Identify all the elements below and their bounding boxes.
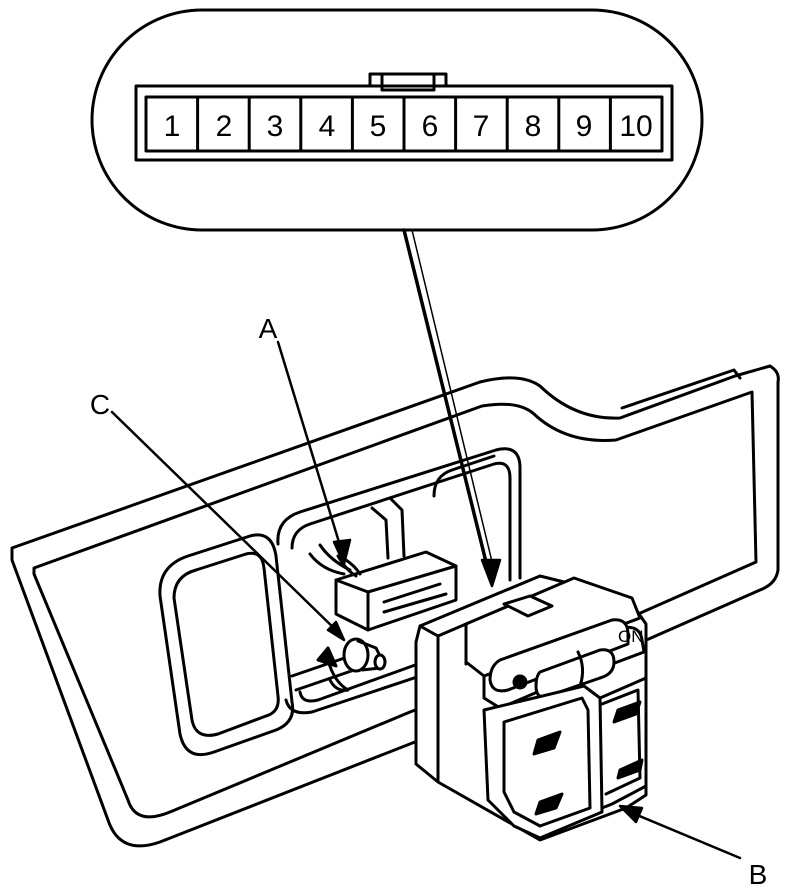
pin-7-label: 7	[473, 110, 490, 143]
pin-1-label: 1	[164, 110, 181, 143]
pin-cell-dividers	[196, 95, 612, 153]
callout-c-label: C	[90, 389, 110, 420]
pin-3-label: 3	[267, 110, 284, 143]
window-switch-assembly	[414, 574, 648, 842]
pin-10-label: 10	[619, 110, 652, 143]
callout-b-label: B	[749, 859, 768, 890]
pin-2-label: 2	[216, 110, 233, 143]
pin-6-label: 6	[422, 110, 439, 143]
harness-connector	[308, 543, 458, 632]
pin-4-label: 4	[319, 110, 336, 143]
pin-5-label: 5	[370, 110, 387, 143]
switch-on-label: ON	[618, 627, 644, 646]
pin-9-label: 9	[576, 110, 593, 143]
bulb-socket	[316, 637, 387, 692]
leader-lines	[110, 228, 742, 860]
callout-a-label: A	[259, 313, 278, 344]
connector-pinout-callout: 1 2 3 4 5 6 7 8 9 10	[90, 8, 704, 232]
pin-8-label: 8	[525, 110, 542, 143]
